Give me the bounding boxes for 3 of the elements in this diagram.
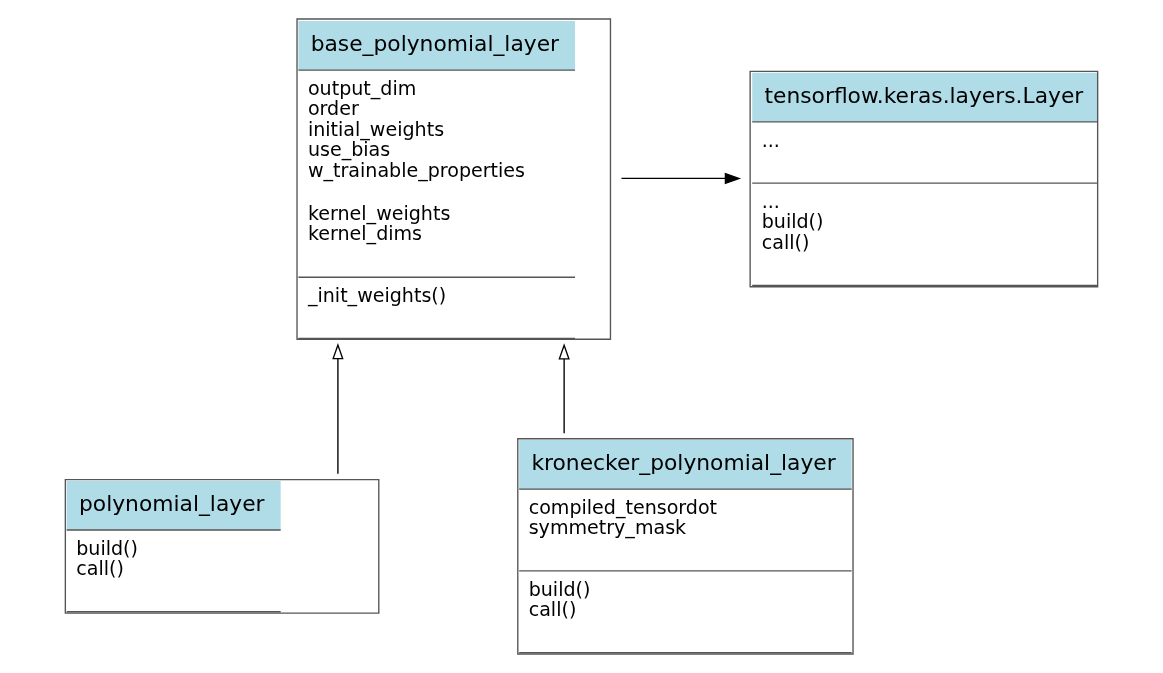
- arrow: [332, 342, 344, 475]
- arrow: [558, 343, 570, 434]
- arrow: [620, 172, 742, 185]
